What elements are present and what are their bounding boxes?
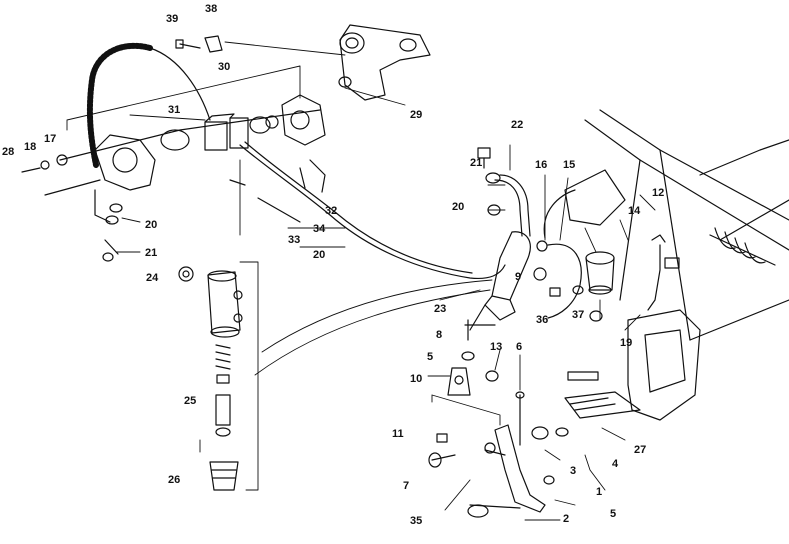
cap-24 [178,266,194,282]
callout-5-upper: 5 [427,351,433,363]
callout-25: 25 [184,395,196,407]
parts-32-33-34 [229,159,326,223]
boot-26 [209,461,239,491]
brake-pedal [484,391,569,513]
caliper-half-right [281,94,326,146]
callout-3: 3 [570,465,576,477]
callout-labels: 39 38 30 29 31 28 18 17 20 21 32 34 33 2… [2,3,664,527]
shock-spring [709,227,776,266]
clevis-10 [447,367,471,396]
pushrod-8 [464,319,496,341]
caliper-bracket-29 [338,24,431,101]
callout-11: 11 [392,428,404,440]
callout-27: 27 [634,444,646,456]
callout-21-left: 21 [145,247,157,259]
callout-32: 32 [325,205,337,217]
callout-17: 17 [44,133,56,145]
spring-stack-25 [215,344,231,437]
callout-20-left: 20 [145,219,157,231]
hose-22 [494,174,531,237]
callout-36: 36 [536,314,548,326]
callout-33: 33 [288,234,300,246]
leader-lines-upper [66,41,406,253]
callout-35: 35 [410,515,422,527]
callout-10: 10 [410,373,422,385]
pin-and-fittings [44,109,321,262]
callout-18: 18 [24,141,36,153]
callout-5-lower: 5 [610,508,616,520]
bolt-39 [175,39,201,49]
switch-12 [647,234,680,311]
connection-arrows [254,279,493,376]
callout-1: 1 [596,486,602,498]
callout-8: 8 [436,329,442,341]
callout-7: 7 [403,480,409,492]
callout-15: 15 [563,159,575,171]
callout-19: 19 [620,337,632,349]
callout-13: 13 [490,341,502,353]
callout-34: 34 [313,223,326,235]
nut-5-upper [461,351,475,361]
main-brake-hose [239,141,506,280]
footpeg-bracket-27 [564,309,701,421]
reservoir-14 [564,169,626,295]
callout-30: 30 [218,61,230,73]
clip-38 [204,35,223,53]
small-screws-18-17-28 [21,154,68,173]
master-cylinder-23 [469,231,548,331]
callout-31: 31 [168,104,180,116]
callout-24: 24 [146,272,159,284]
callout-6: 6 [516,341,522,353]
callout-12: 12 [652,187,664,199]
callout-4: 4 [612,458,619,470]
nut-13 [485,370,499,382]
callout-9: 9 [515,271,521,283]
pivot-bolt-7 [428,452,456,468]
brake-pads-31 [204,113,249,151]
callout-37: 37 [572,309,584,321]
callout-21-right: 21 [470,157,482,169]
group-bracket-left [199,261,259,491]
parts-36-37 [549,285,603,322]
callout-2: 2 [563,513,569,525]
leader-lines-right [427,144,656,521]
pedal-pad [467,504,521,518]
frame-tubes [584,109,789,341]
callout-23: 23 [434,303,446,315]
bolt-11 [436,433,448,443]
callout-29: 29 [410,109,422,121]
callout-26: 26 [168,474,180,486]
callout-22: 22 [511,119,523,131]
callout-14: 14 [628,205,641,217]
callout-20-right: 20 [452,201,464,213]
callout-39: 39 [166,13,178,25]
master-cylinder-body [207,270,243,338]
brake-hose-spring-coil [86,42,211,168]
caliper-body [94,115,279,191]
callout-28: 28 [2,146,14,158]
reservoir-hose-16 [543,189,582,319]
callout-16: 16 [535,159,547,171]
callout-20-mid: 20 [313,249,325,261]
callout-38: 38 [205,3,217,15]
